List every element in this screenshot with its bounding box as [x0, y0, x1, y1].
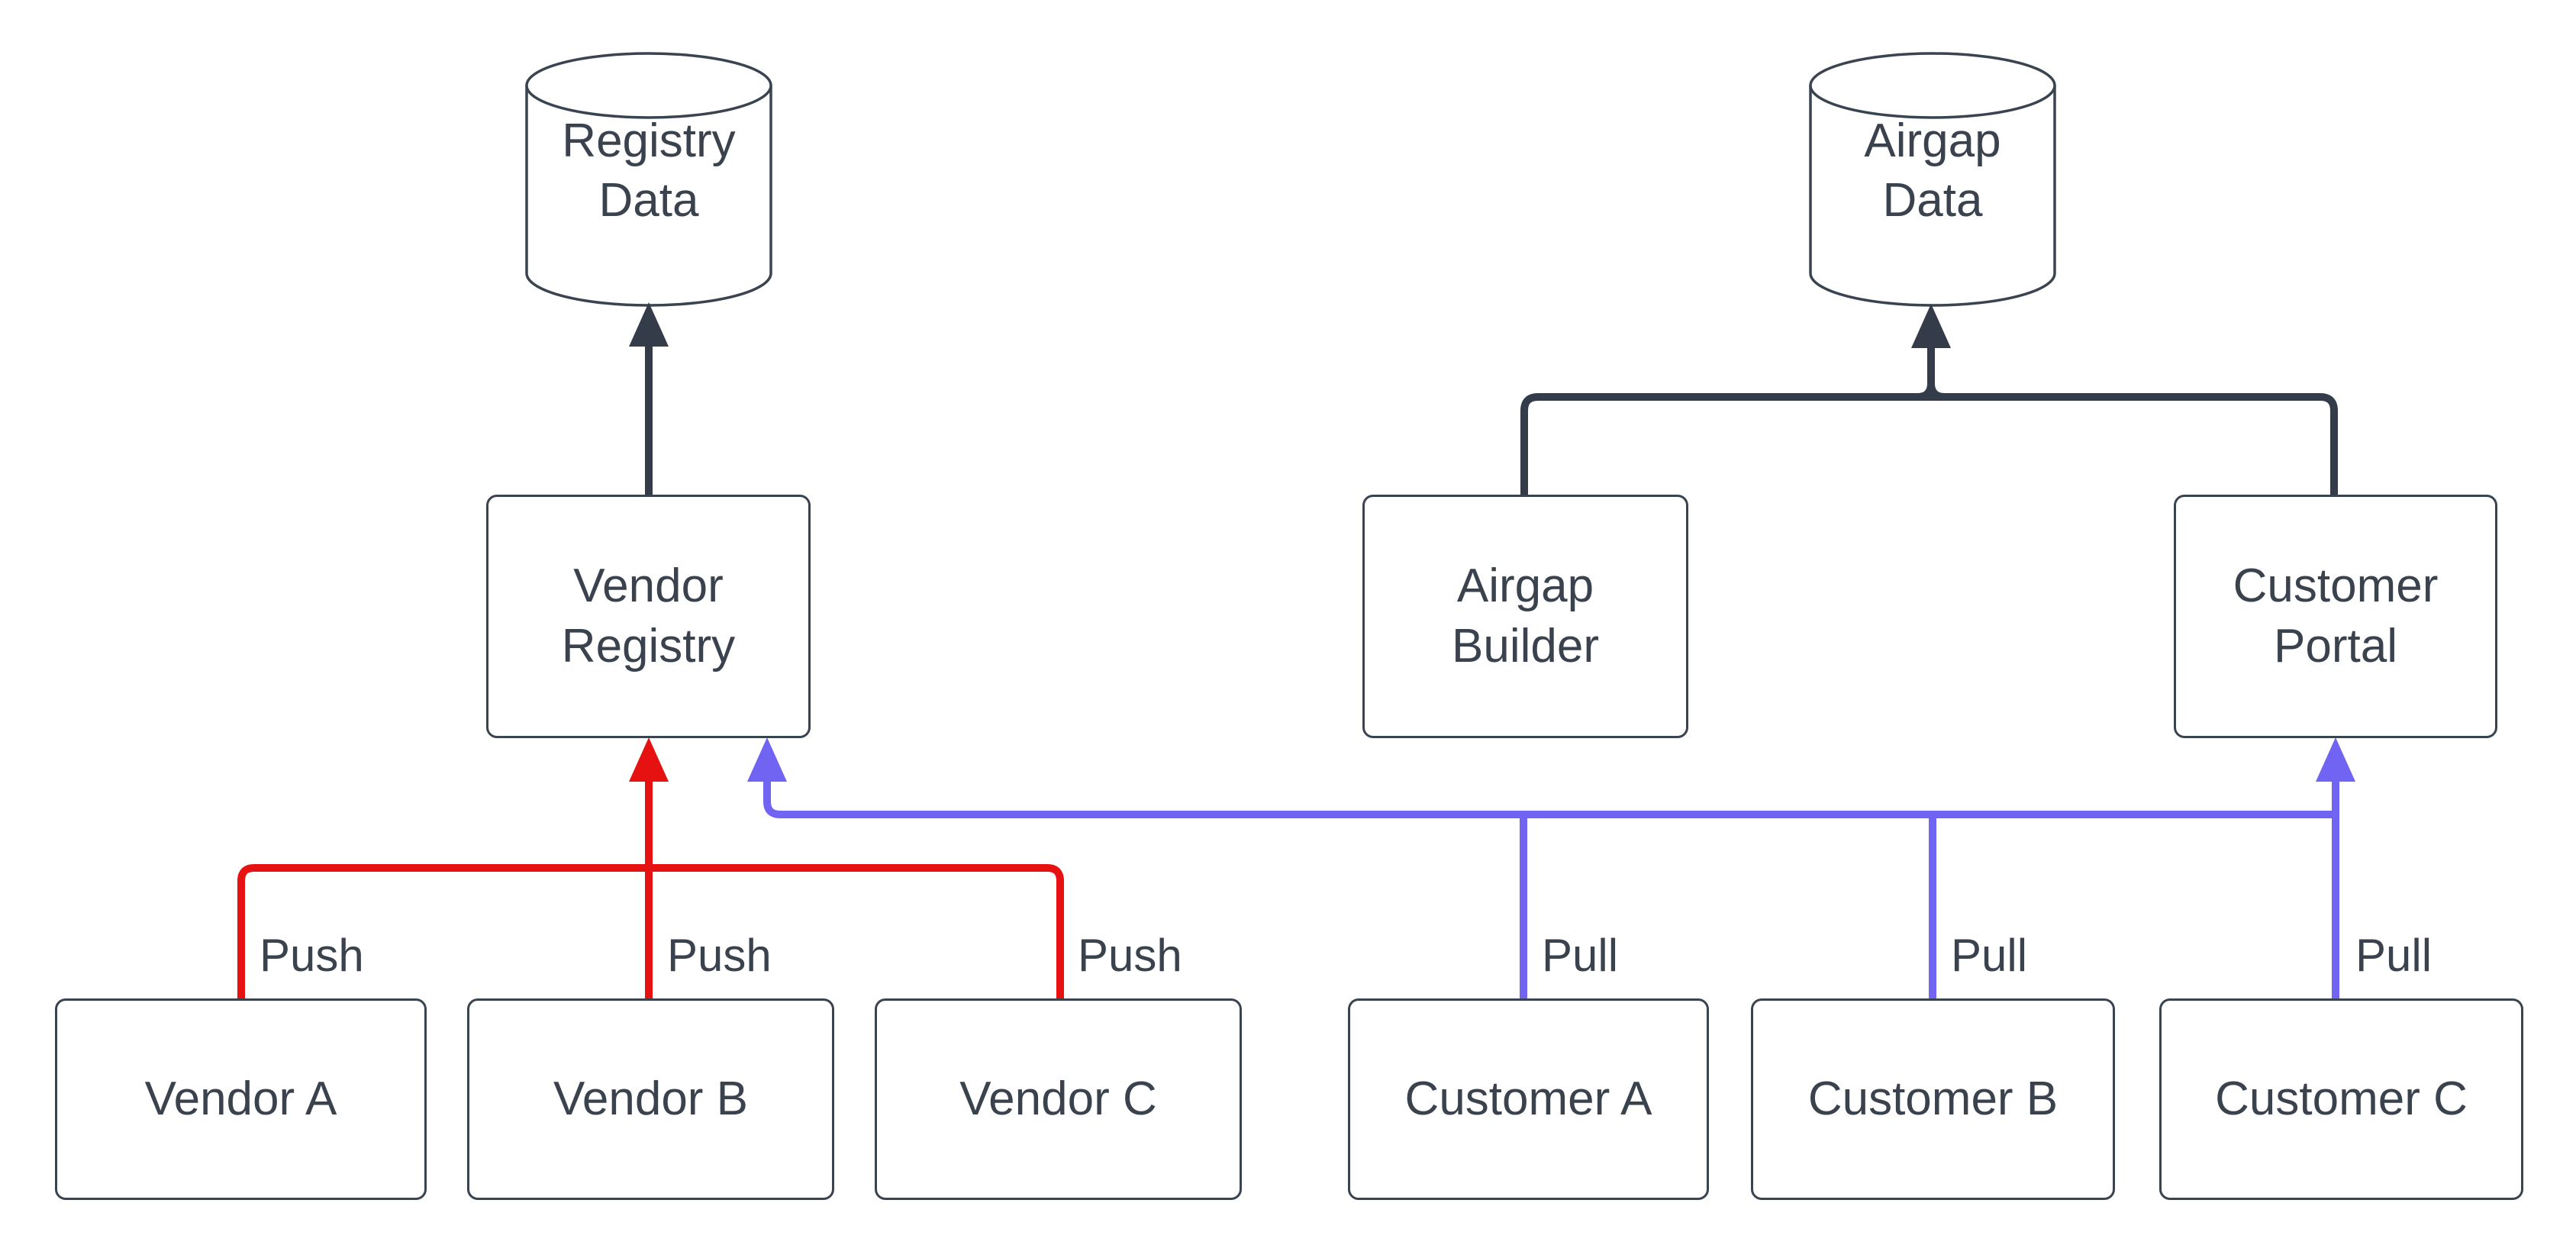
customer-portal-label: Customer Portal [2233, 560, 2439, 673]
arrowhead-pull-vendor-registry [747, 737, 787, 782]
vendor-a-node: Vendor A [55, 998, 427, 1200]
push-label-vendor-b: Push [667, 930, 772, 981]
airgap-data-label: Airgap Data [1864, 114, 2001, 227]
edge-pull-bus [763, 779, 2336, 818]
arrowhead-pull-customer-portal [2316, 737, 2355, 782]
push-label-vendor-c: Push [1078, 930, 1182, 981]
vendor-b-node: Vendor B [467, 998, 834, 1200]
airgap-builder-label: Airgap Builder [1452, 560, 1599, 673]
customer-portal-node: Customer Portal [2174, 495, 2497, 738]
customer-a-node: Customer A [1348, 998, 1709, 1200]
registry-data-cylinder-top [525, 52, 772, 119]
airgap-data-node: Airgap Data [1810, 90, 2055, 252]
airgap-builder-node: Airgap Builder [1362, 495, 1688, 738]
vendor-c-node: Vendor C [875, 998, 1242, 1200]
arrowhead-registry-data [629, 302, 669, 347]
airgap-data-cylinder [1809, 52, 2056, 307]
airgap-data-cylinder-top [1809, 52, 2056, 119]
pull-label-customer-a: Pull [1542, 930, 1619, 981]
vendor-c-label: Vendor C [959, 1072, 1157, 1125]
arrowhead-airgap-data [1911, 304, 1951, 348]
customer-c-label: Customer C [2215, 1072, 2468, 1125]
pull-label-customer-b: Pull [1951, 930, 2028, 981]
registry-data-cylinder [525, 52, 772, 307]
vendor-registry-label: Vendor Registry [561, 560, 736, 673]
edge-builder-portal-bus [1520, 393, 2338, 495]
vendor-a-label: Vendor A [144, 1072, 337, 1125]
edge-bus-to-airgap-data [1917, 344, 1946, 401]
vendor-registry-node: Vendor Registry [486, 495, 811, 738]
registry-data-node: Registry Data [527, 90, 771, 252]
push-label-vendor-a: Push [260, 930, 364, 981]
customer-a-label: Customer A [1404, 1072, 1652, 1125]
customer-c-node: Customer C [2159, 998, 2523, 1200]
vendor-b-label: Vendor B [553, 1072, 749, 1125]
airgap-data-cylinder-body [1809, 85, 2056, 307]
customer-b-node: Customer B [1751, 998, 2115, 1200]
registry-data-label: Registry Data [562, 114, 736, 227]
customer-b-label: Customer B [1807, 1072, 2059, 1125]
arrowhead-push-vendor-registry [629, 737, 669, 782]
pull-label-customer-c: Pull [2355, 930, 2433, 981]
